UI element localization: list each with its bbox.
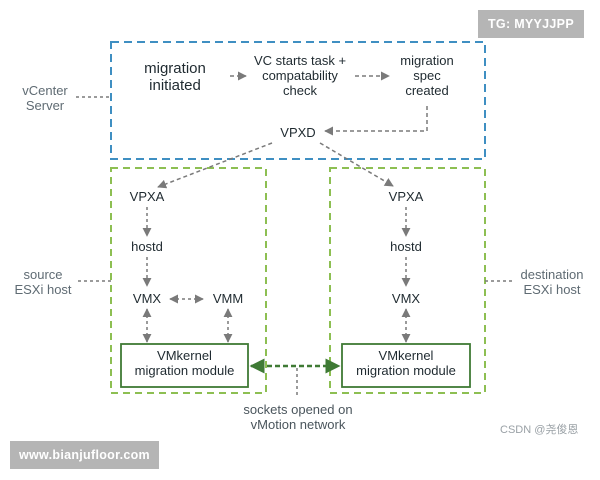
vcenter-server-box bbox=[110, 41, 486, 160]
vcenter-server-label: vCenter Server bbox=[22, 83, 68, 113]
telegram-badge: TG: MYYJJPP bbox=[478, 10, 584, 38]
destination-node-vpxa: VPXA bbox=[388, 189, 424, 204]
arrow-spec-to-vpxd bbox=[324, 106, 428, 136]
arrow-vpxd-to-destination-vpxa bbox=[319, 142, 394, 187]
source-node-vmx: VMX bbox=[132, 291, 162, 306]
node-migration-initiated: migration initiated bbox=[144, 60, 206, 95]
arrow-vpxd-to-source-vpxa bbox=[157, 142, 273, 189]
source-host-box bbox=[110, 167, 267, 394]
source-host-label: source ESXi host bbox=[14, 267, 72, 297]
source-node-vmm: VMM bbox=[212, 291, 244, 306]
destination-vmkernel-box bbox=[341, 343, 471, 388]
source-node-vpxa: VPXA bbox=[129, 189, 165, 204]
node-vc-starts-task: VC starts task + compatability check bbox=[253, 53, 347, 98]
website-badge: www.bianjufloor.com bbox=[10, 441, 159, 469]
node-migration-spec: migration spec created bbox=[400, 53, 454, 98]
source-vmkernel-box bbox=[120, 343, 249, 388]
destination-host-label: destination ESXi host bbox=[520, 267, 584, 297]
vmotion-network-label: sockets opened on vMotion network bbox=[243, 402, 353, 432]
destination-node-vmx: VMX bbox=[391, 291, 421, 306]
node-vpxd: VPXD bbox=[280, 125, 316, 140]
source-vmkernel-module: VMkernel migration module bbox=[134, 348, 235, 378]
csdn-credit: CSDN @尧俊恩 bbox=[500, 424, 579, 436]
source-node-hostd: hostd bbox=[131, 239, 163, 254]
destination-node-hostd: hostd bbox=[390, 239, 422, 254]
destination-vmkernel-module: VMkernel migration module bbox=[356, 348, 456, 378]
